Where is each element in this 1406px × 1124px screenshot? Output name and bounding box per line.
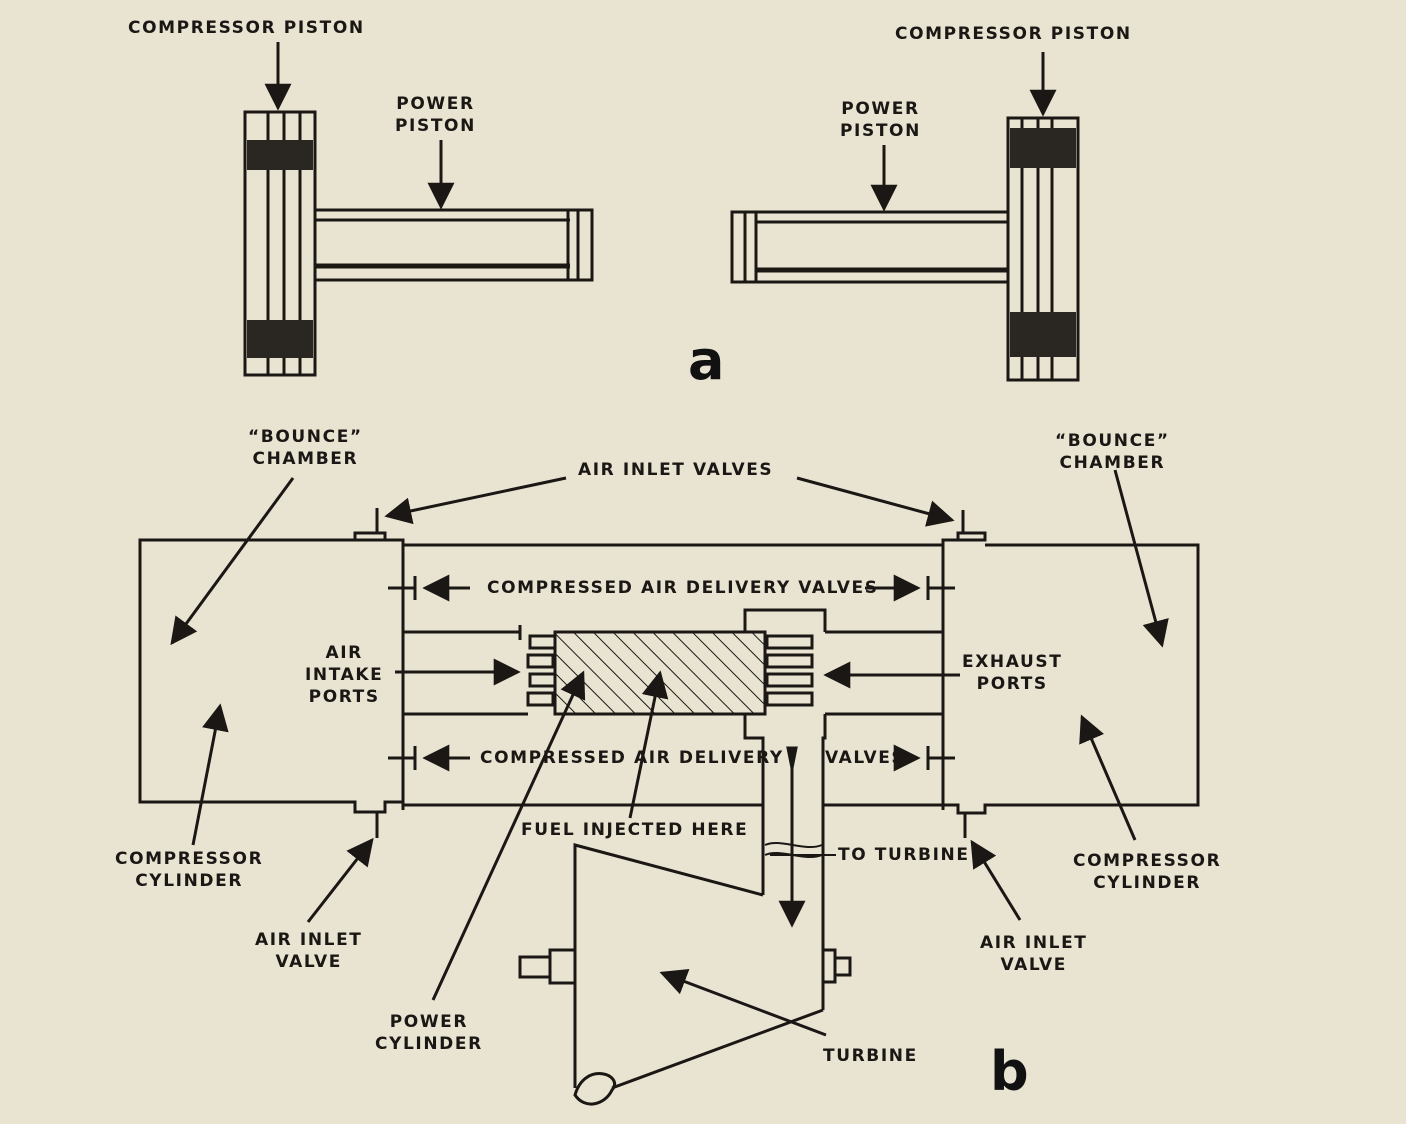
label-compressor-cylinder-right: COMPRESSOR CYLINDER [1073,850,1221,894]
label-compressor-cylinder-left-line2: CYLINDER [135,871,244,891]
label-turbine: TURBINE [823,1046,918,1066]
label-power-piston-right-line1: POWER [841,99,920,119]
label-power-piston-left-line2: PISTON [395,116,476,136]
label-power-cylinder: POWER CYLINDER [375,1011,483,1055]
left-power-piston-rod [313,208,594,282]
label-compressor-cylinder-right-line1: COMPRESSOR [1073,851,1222,871]
left-piston-assembly [243,110,594,377]
label-power-piston-left-line1: POWER [396,94,475,114]
right-piston-assembly [730,116,1080,382]
label-bounce-chamber-left: “BOUNCE” CHAMBER [248,426,363,470]
label-power-cylinder-line2: CYLINDER [375,1034,483,1054]
label-air-inlet-valves: AIR INLET VALVES [578,460,774,480]
label-compressor-cylinder-left: COMPRESSOR CYLINDER [115,848,263,892]
label-compressed-air-delivery: COMPRESSED AIR DELIVERY [480,748,784,768]
label-compressor-piston-left: COMPRESSOR PISTON [128,18,365,38]
label-fuel-injected-here: FUEL INJECTED HERE [521,820,749,840]
label-exhaust-ports: EXHAUST PORTS [962,651,1062,695]
label-air-inlet-valve-right: AIR INLET VALVE [980,932,1088,976]
part-b-letter: b [990,1040,1029,1103]
label-exhaust-ports-line1: EXHAUST [962,652,1063,672]
turbine-outline [518,843,852,1106]
label-to-turbine: TO TURBINE [838,845,970,865]
label-bounce-chamber-right-line2: CHAMBER [1059,453,1166,473]
label-power-cylinder-line1: POWER [389,1012,469,1032]
label-air-intake-ports-line2: INTAKE [305,665,384,685]
label-air-intake-ports-line3: PORTS [308,687,380,707]
label-air-inlet-valve-right-line1: AIR INLET [980,933,1088,953]
label-air-intake-ports: AIR INTAKE PORTS [305,642,383,708]
label-bounce-chamber-right-line1: “BOUNCE” [1055,431,1170,451]
label-exhaust-ports-line2: PORTS [976,674,1048,694]
label-power-piston-right: POWER PISTON [840,98,921,142]
label-bounce-chamber-right: “BOUNCE” CHAMBER [1055,430,1170,474]
label-compressor-cylinder-right-line2: CYLINDER [1093,873,1202,893]
label-air-intake-ports-line1: AIR [325,643,363,663]
label-valves: VALVES [825,748,906,768]
label-air-inlet-valve-right-line2: VALVE [1000,955,1067,975]
part-a-letter: a [688,329,725,392]
label-compressor-piston-right: COMPRESSOR PISTON [895,24,1132,44]
label-air-inlet-valve-left: AIR INLET VALVE [255,929,363,973]
label-power-piston-right-line2: PISTON [840,121,921,141]
label-bounce-chamber-left-line1: “BOUNCE” [248,427,363,447]
label-compressed-air-delivery-valves: COMPRESSED AIR DELIVERY VALVES [487,578,879,598]
label-power-piston-left: POWER PISTON [395,93,476,137]
label-air-inlet-valve-left-line2: VALVE [275,952,342,972]
label-compressor-cylinder-left-line1: COMPRESSOR [115,849,264,869]
label-air-inlet-valve-left-line1: AIR INLET [255,930,363,950]
power-cylinder-outline [403,608,943,805]
label-bounce-chamber-left-line2: CHAMBER [252,449,359,469]
right-power-piston-rod [730,210,1010,284]
